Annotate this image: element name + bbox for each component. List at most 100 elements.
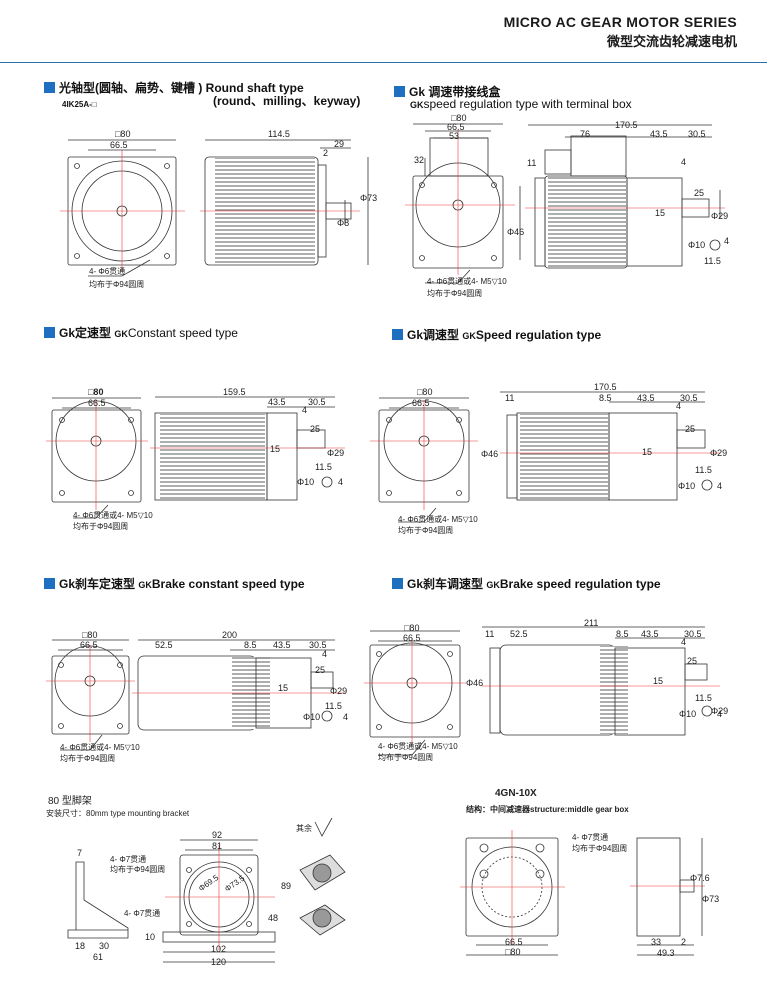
dim-label: 43.5: [650, 129, 668, 139]
dim-label: Φ29: [711, 211, 728, 221]
dim-label: 11.5: [704, 256, 721, 266]
dim-label: 25: [310, 424, 320, 434]
dim-label: 15: [655, 208, 665, 218]
section-marker-icon: [44, 327, 55, 338]
section-prefix: GK: [410, 100, 424, 110]
dim-label: Φ10: [679, 709, 696, 719]
section-en: Brake constant speed type: [151, 577, 305, 591]
dim-label: 66.5: [88, 398, 106, 408]
section-prefix: GK: [138, 580, 152, 590]
drawing-speed-reg: [370, 391, 720, 523]
dim-label: 53: [449, 131, 459, 141]
dim-label: 7: [77, 848, 82, 858]
section-en: Constant speed type: [127, 326, 238, 340]
section-en: speed regulation type with terminal box: [423, 97, 632, 111]
dim-label: 30.5: [309, 640, 327, 650]
dim-label: 均布于Φ94圆周: [398, 525, 453, 535]
dim-label: 8.5: [616, 629, 629, 639]
dim-label: 32: [414, 155, 424, 165]
gearbox-subtitle: 结构：中间减速器structure:middle gear box: [466, 805, 629, 814]
dim-label: 15: [278, 683, 288, 693]
dim-label: 2: [323, 148, 328, 158]
dim-label: 11.5: [695, 693, 712, 703]
dim-label: 4- Φ7贯通: [110, 854, 146, 864]
dim-label: Φ10: [688, 240, 705, 250]
dim-label: 4: [724, 236, 729, 246]
section-cn: 光轴型(圆轴、扁势、键槽 ): [59, 81, 203, 95]
dim-label: 4- Φ6贯通: [89, 266, 125, 276]
dim-label: 11: [505, 393, 514, 403]
section-cn: Gk 调速带接线盒: [409, 85, 501, 99]
dim-label: 4- Φ6贯通或4- M5▽10: [60, 742, 140, 752]
dim-label: Φ46: [466, 678, 483, 688]
dim-label: □80: [404, 623, 419, 633]
section-brake-constant: Gk刹车定速型 GKBrake constant speed type: [44, 575, 305, 592]
dim-label: 76: [580, 129, 590, 139]
header-divider: [0, 62, 767, 63]
dim-label: 10: [145, 932, 155, 942]
section-cn: Gk刹车定速型: [59, 577, 136, 591]
bracket-title: 80 型脚架: [48, 796, 92, 807]
dim-label: 均布于Φ94圆周: [60, 753, 115, 763]
dim-label: 均布于Φ94圆周: [73, 521, 128, 531]
section-terminal-box: Gk 调速带接线盒: [394, 83, 500, 100]
dim-label: 4: [338, 477, 343, 487]
section-prefix: GK: [486, 580, 500, 590]
section-round-en2: (round、milling、keyway): [213, 94, 361, 108]
dim-label: 15: [653, 676, 663, 686]
dim-label: 4: [717, 709, 722, 719]
dim-label: 30.5: [308, 397, 326, 407]
dim-label: 8.5: [244, 640, 257, 650]
dim-label: 4: [681, 637, 686, 647]
dim-label: Φ46: [481, 449, 498, 459]
dim-label: 15: [270, 444, 280, 454]
section-cn: Gk调速型: [407, 328, 460, 342]
dim-label: Φ29: [330, 686, 347, 696]
dim-label: 4- Φ6贯通或4- M5▽10: [378, 741, 458, 751]
dim-label: 43.5: [268, 397, 286, 407]
dim-label: Φ7.6: [690, 873, 710, 883]
bracket-subtitle: 安装尺寸：80mm type mounting bracket: [46, 809, 190, 818]
dim-label: Φ69.5: [197, 873, 221, 893]
drawing-round-shaft: [60, 139, 369, 277]
dim-label: 159.5: [223, 387, 246, 397]
dim-label: 30: [99, 941, 109, 951]
section-en: Speed regulation type: [475, 328, 602, 342]
section-prefix: GK: [114, 329, 128, 339]
section-constant: Gk定速型 GKConstant speed type: [44, 324, 238, 341]
dim-label: 114.5: [268, 129, 290, 139]
dim-label: Φ29: [327, 448, 344, 458]
dim-label: 4: [717, 481, 722, 491]
gearbox-title: 4GN-10X: [495, 788, 537, 799]
drawing-brake-constant: [46, 639, 345, 751]
dim-label: 均布于Φ94圆周: [110, 864, 165, 874]
dim-label: 170.5: [615, 120, 638, 130]
dim-label: 120: [211, 957, 226, 967]
dim-label: 66.5: [110, 140, 128, 150]
dim-label: 92: [212, 830, 222, 840]
dim-label: Φ73.5: [223, 873, 247, 893]
dim-label: 11.5: [315, 462, 332, 472]
dim-label: □80: [505, 947, 520, 957]
section-prefix: GK: [462, 331, 476, 341]
section-terminal-en: GKspeed regulation type with terminal bo…: [410, 97, 632, 111]
dim-label: 200: [222, 630, 237, 640]
dim-label: 4- Φ6贯通或4- M5▽10: [73, 510, 153, 520]
dim-label: 4: [322, 649, 327, 659]
page-title: MICRO AC GEAR MOTOR SERIES: [503, 14, 737, 30]
drawing-constant-speed: [46, 396, 345, 519]
dim-label: 211: [584, 618, 598, 628]
dim-label: 61: [93, 952, 103, 962]
dim-label: 4- Φ6贯通或4- M5▽10: [398, 514, 478, 524]
section-cn: Gk刹车调速型: [407, 577, 484, 591]
dim-label: Φ10: [297, 477, 314, 487]
dim-label: 均布于Φ94圆周: [89, 279, 144, 289]
dim-label: 52.5: [510, 629, 528, 639]
dim-label: Φ8: [337, 218, 349, 228]
drawing-terminal-box: [405, 123, 725, 284]
dim-label: 102: [211, 944, 226, 954]
section-cn: Gk定速型: [59, 326, 112, 340]
section-brake-reg: Gk刹车调速型 GKBrake speed regulation type: [392, 575, 661, 592]
dim-label: 18: [75, 941, 85, 951]
